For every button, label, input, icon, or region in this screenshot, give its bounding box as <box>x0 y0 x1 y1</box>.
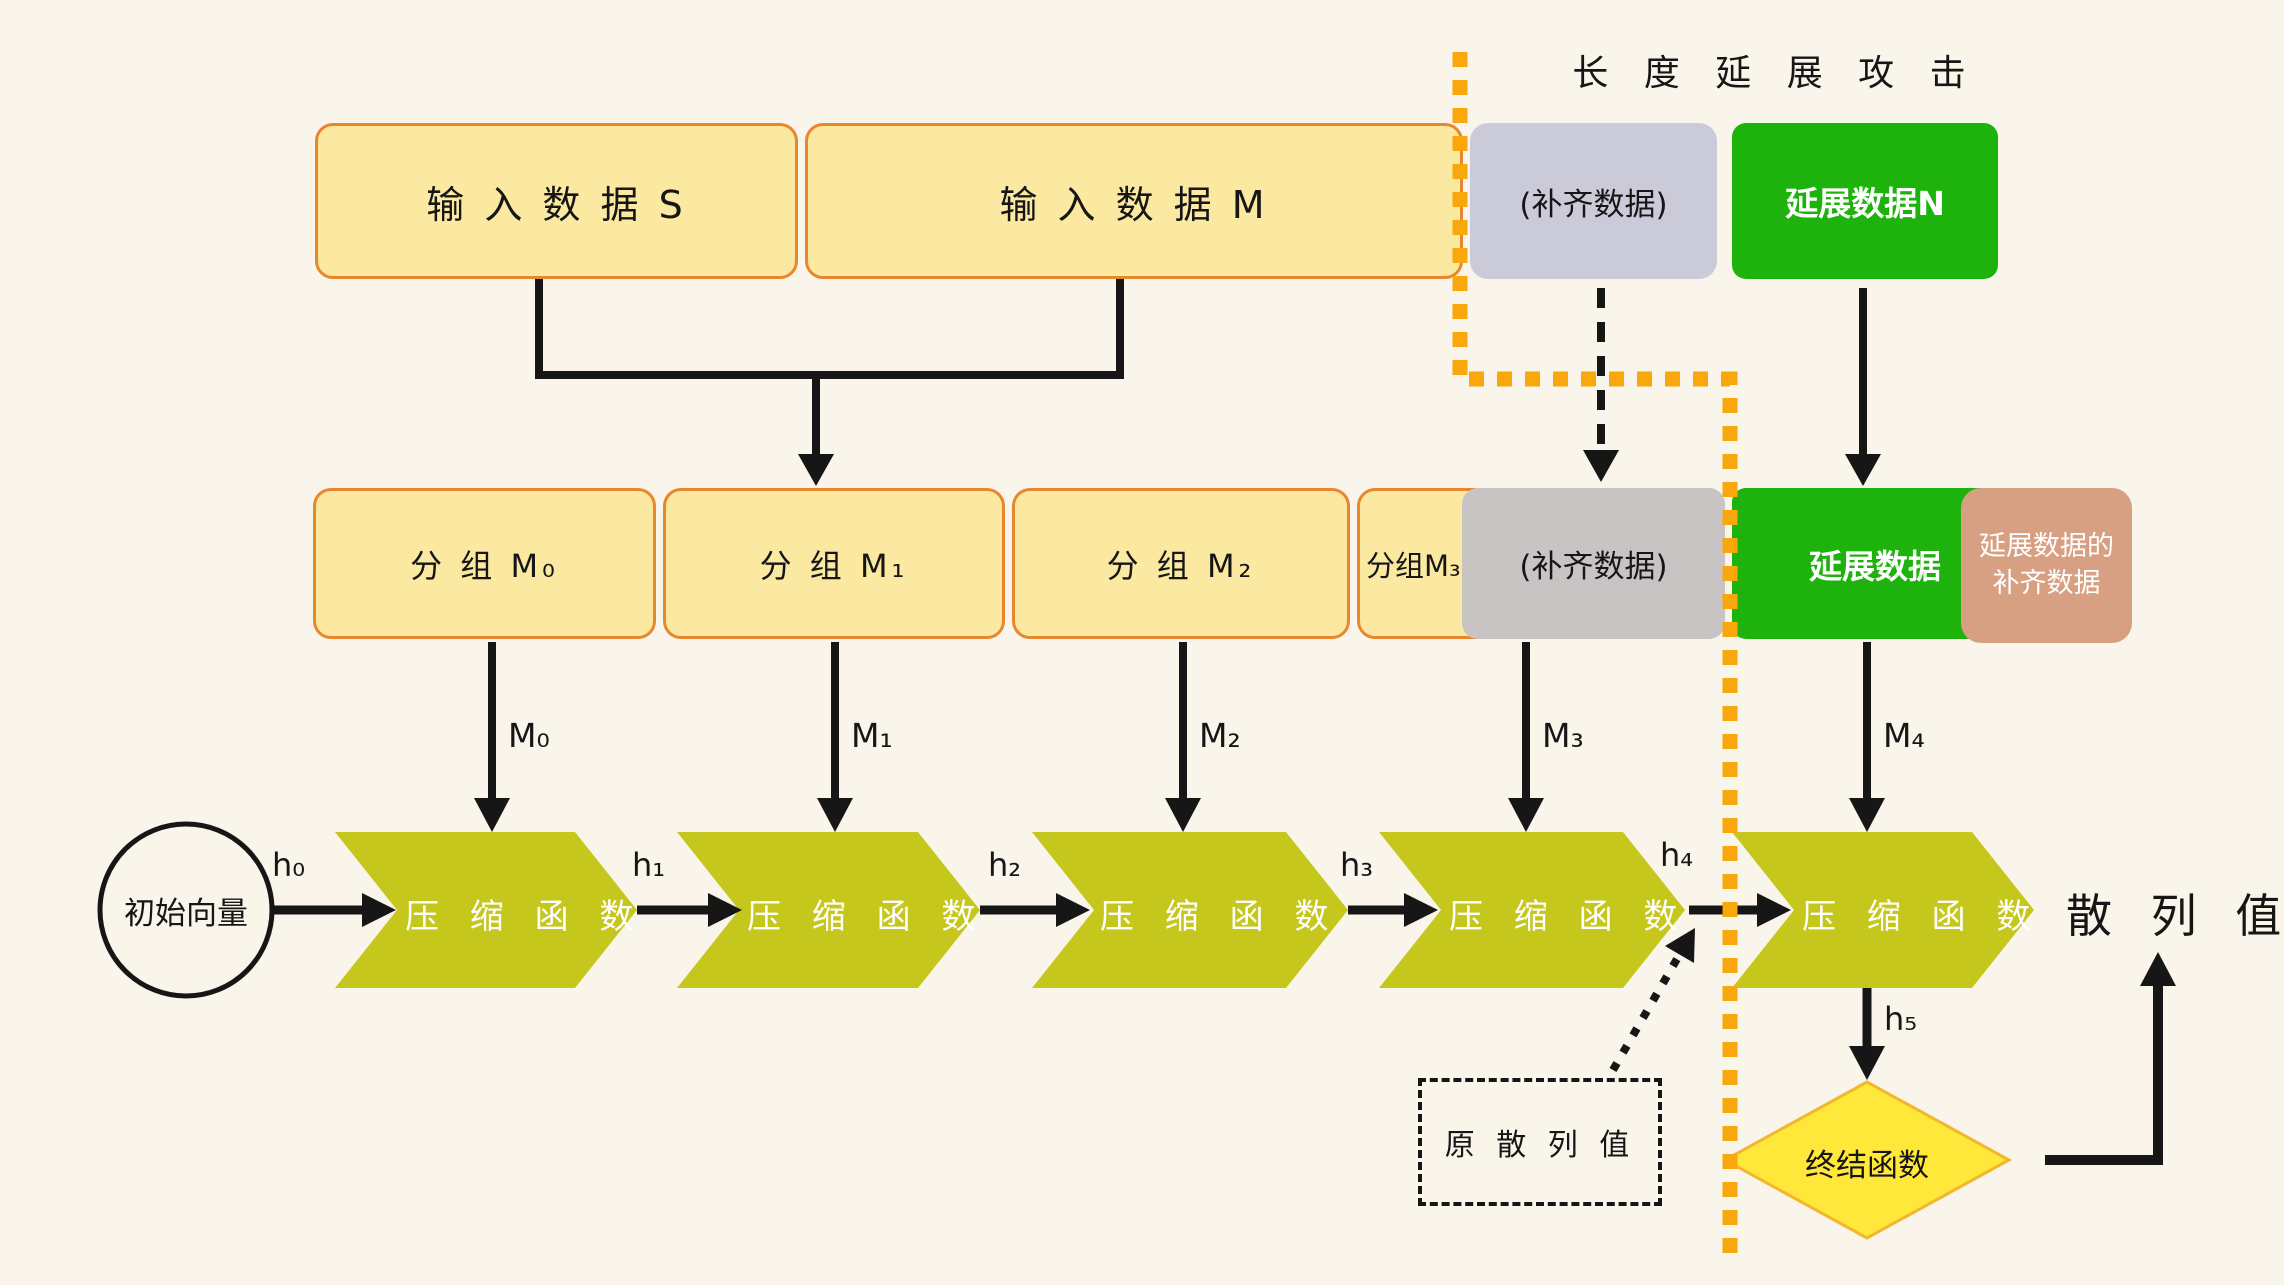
h4-label: h₄ <box>1660 836 1694 874</box>
padding-top-label: (补齐数据) <box>1519 186 1668 223</box>
compression-chevron-3 <box>1032 832 1348 988</box>
initial-vector-circle <box>97 821 275 999</box>
chain-arrowheads <box>362 893 1791 927</box>
padding-dashed-arrowhead <box>1583 450 1619 482</box>
attack-boundary-dotted-line <box>1452 52 1738 1262</box>
input-merge-arrowhead <box>798 454 834 486</box>
final-output-arrowhead <box>2140 952 2176 986</box>
h0-label: h₀ <box>272 846 306 884</box>
extension-padding-box: 延展数据的 补齐数据 <box>1961 488 2132 643</box>
padding-bottom-label: (补齐数据) <box>1519 549 1668 585</box>
m3-label: M₃ <box>1542 716 1584 755</box>
group-m1-box: 分 组 M₁ <box>663 488 1005 639</box>
m4-label: M₄ <box>1883 716 1925 755</box>
compression-chevron-1 <box>335 832 637 988</box>
group-m0-box: 分 组 M₀ <box>313 488 656 639</box>
extension-padding-line2: 补齐数据 <box>1992 567 2101 599</box>
group-m1-label: 分 组 M₁ <box>759 546 909 585</box>
finalization-label: 终结函数 <box>1805 1148 1929 1184</box>
group-m2-box: 分 组 M₂ <box>1012 488 1350 639</box>
compression-chevron-4 <box>1379 832 1685 988</box>
extension-padding-line1: 延展数据的 <box>1979 531 2114 563</box>
original-hash-dotted-arrowhead <box>1665 928 1695 963</box>
padding-box-top: (补齐数据) <box>1470 123 1717 279</box>
diagram-title: 长 度 延 展 攻 击 <box>1572 53 1978 94</box>
h3-label: h₃ <box>1340 846 1374 884</box>
finalization-diamond <box>1721 1080 2013 1240</box>
m2-label: M₂ <box>1199 716 1241 755</box>
input-merge-bracket <box>535 279 1124 458</box>
extension-arrowhead <box>1845 454 1881 486</box>
m0-label: M₀ <box>508 716 550 755</box>
extension-n-label: 延展数据N <box>1785 184 1945 223</box>
m1-label: M₁ <box>851 716 893 755</box>
group-m2-label: 分 组 M₂ <box>1106 546 1256 585</box>
initial-vector-label: 初始向量 <box>124 896 248 932</box>
extension-label: 延展数据 <box>1809 546 1941 586</box>
extension-n-box: 延展数据N <box>1732 123 1998 279</box>
h5-label: h₅ <box>1884 1000 1918 1038</box>
input-m-box: 输 入 数 据 M <box>805 123 1463 279</box>
input-m-label: 输 入 数 据 M <box>999 182 1269 227</box>
h1-label: h₁ <box>632 846 666 884</box>
compression-chevron-2 <box>677 832 980 988</box>
block-arrows <box>488 642 1871 800</box>
group-m3-label: 分组M₃ <box>1366 548 1461 583</box>
block-arrowheads <box>474 798 1885 832</box>
original-hash-label: 原 散 列 值 <box>1444 1128 1636 1163</box>
original-hash-dotted-arrow <box>1609 950 1685 1072</box>
input-s-box: 输 入 数 据 S <box>315 123 798 279</box>
h2-label: h₂ <box>988 846 1022 884</box>
compression-chevron-5 <box>1732 832 2034 988</box>
group-m0-label: 分 组 M₀ <box>410 546 559 585</box>
final-output-elbow <box>2045 984 2163 1165</box>
hash-value-label: 散 列 值 <box>2066 889 2284 943</box>
original-hash-box: 原 散 列 值 <box>1418 1078 1662 1206</box>
compression-chevrons <box>335 832 2034 988</box>
input-s-label: 输 入 数 据 S <box>426 182 687 227</box>
padding-box-bottom: (补齐数据) <box>1462 488 1725 639</box>
h5-arrowhead <box>1849 1046 1885 1080</box>
